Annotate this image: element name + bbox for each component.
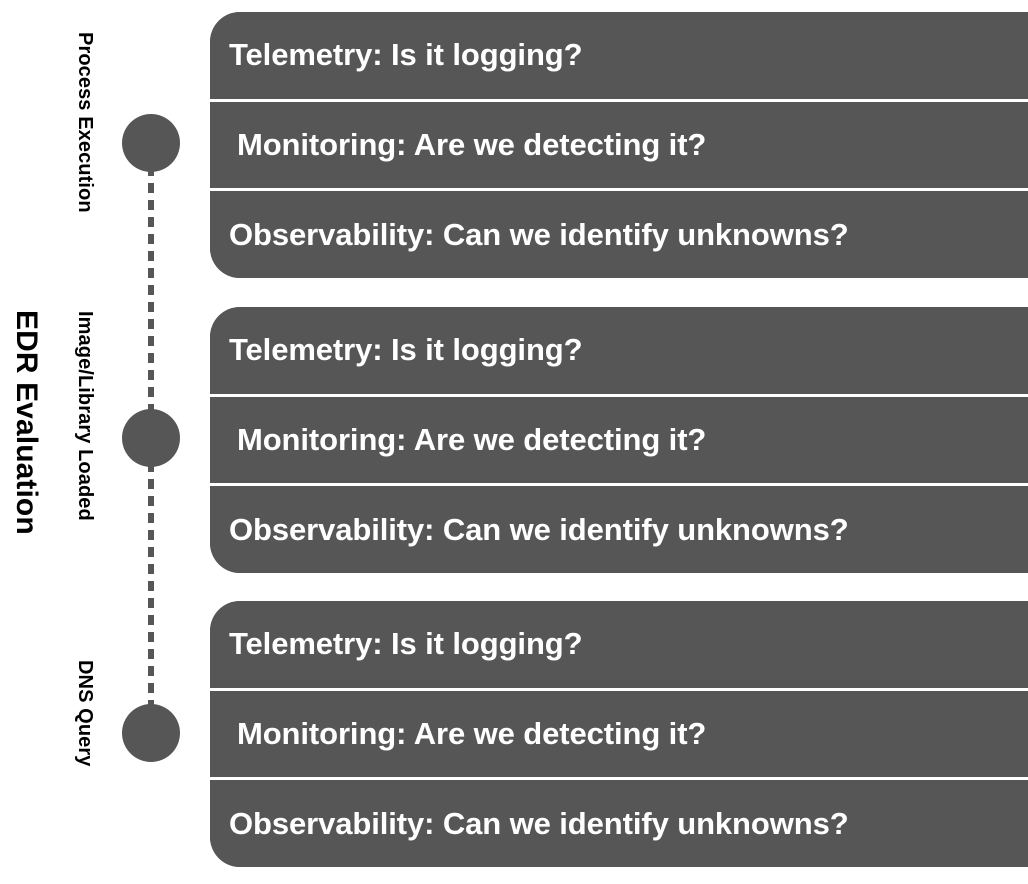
bar-row-label: Observability: Can we identify unknowns? — [229, 511, 849, 547]
bar-row-label: Telemetry: Is it logging? — [229, 332, 583, 368]
stage-label-image-library-loaded: Image/Library Loaded — [74, 311, 96, 521]
stage-label-process-execution: Process Execution — [74, 32, 96, 213]
bar-row-label: Monitoring: Are we detecting it? — [237, 127, 707, 162]
bar-group-process-execution: Telemetry: Is it logging? Monitoring: Ar… — [210, 12, 1028, 278]
bar-row-label: Monitoring: Are we detecting it? — [237, 716, 707, 751]
bar-group-dns-query: Telemetry: Is it logging? Monitoring: Ar… — [210, 601, 1028, 867]
bar-row-observability[interactable]: Observability: Can we identify unknowns? — [210, 483, 1028, 573]
bar-row-label: Monitoring: Are we detecting it? — [237, 422, 707, 457]
timeline-node-dns-query[interactable] — [122, 704, 180, 762]
bar-row-observability[interactable]: Observability: Can we identify unknowns? — [210, 188, 1028, 278]
bar-row-monitoring[interactable]: Monitoring: Are we detecting it? — [210, 687, 1028, 778]
timeline-dashed-connector-2 — [148, 462, 154, 710]
bar-row-monitoring[interactable]: Monitoring: Are we detecting it? — [210, 393, 1028, 484]
bar-row-monitoring[interactable]: Monitoring: Are we detecting it? — [210, 98, 1028, 189]
bar-row-telemetry[interactable]: Telemetry: Is it logging? — [210, 601, 1028, 688]
stage-label-dns-query: DNS Query — [74, 660, 96, 767]
bar-row-label: Telemetry: Is it logging? — [229, 37, 583, 73]
bar-row-label: Telemetry: Is it logging? — [229, 626, 583, 662]
timeline-dashed-connector-1 — [148, 166, 154, 414]
bar-row-telemetry[interactable]: Telemetry: Is it logging? — [210, 12, 1028, 99]
bar-row-observability[interactable]: Observability: Can we identify unknowns? — [210, 777, 1028, 867]
timeline-node-process-execution[interactable] — [122, 114, 180, 172]
bar-row-label: Observability: Can we identify unknowns? — [229, 805, 849, 841]
bar-row-label: Observability: Can we identify unknowns? — [229, 216, 849, 252]
bar-group-image-library-loaded: Telemetry: Is it logging? Monitoring: Ar… — [210, 307, 1028, 573]
main-axis-label: EDR Evaluation — [10, 310, 43, 535]
timeline-node-image-library-loaded[interactable] — [122, 409, 180, 467]
bar-row-telemetry[interactable]: Telemetry: Is it logging? — [210, 307, 1028, 394]
